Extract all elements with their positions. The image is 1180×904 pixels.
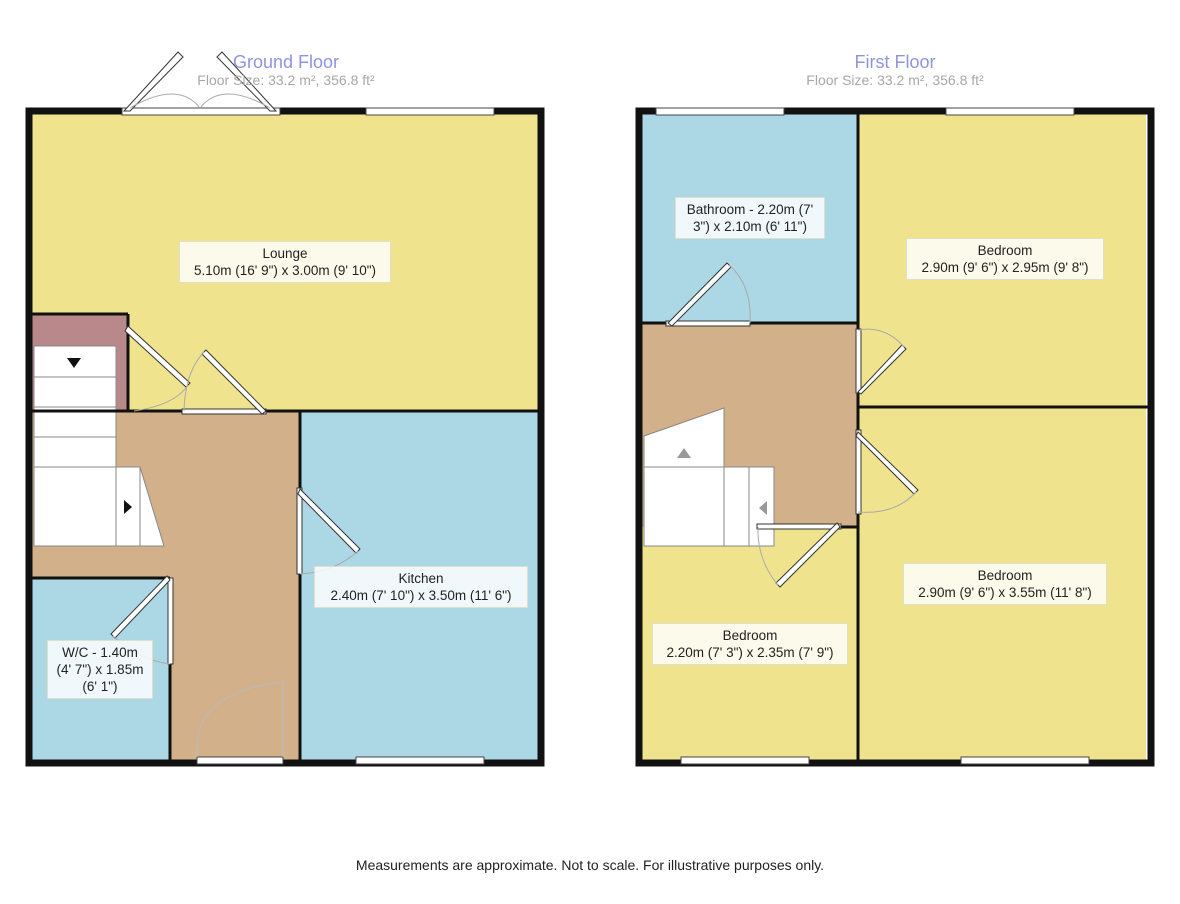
ground-floor-size: Floor Size: 33.2 m², 356.8 ft² <box>197 72 375 88</box>
bedroom-2-label: Bedroom 2.90m (9' 6") x 3.55m (11' 8") <box>903 563 1107 605</box>
bedroom-2-dims: 2.90m (9' 6") x 3.55m (11' 8") <box>918 585 1092 600</box>
bedroom-2-name: Bedroom <box>977 568 1033 583</box>
kitchen-name: Kitchen <box>398 571 444 586</box>
lounge-dims: 5.10m (16' 9") x 3.00m (9' 10") <box>193 263 377 278</box>
first-exterior-wall <box>635 107 1155 767</box>
lounge-label: Lounge 5.10m (16' 9") x 3.00m (9' 10") <box>179 241 391 283</box>
bedroom-1-dims: 2.90m (9' 6") x 2.95m (9' 8") <box>921 260 1089 275</box>
bathroom-label: Bathroom - 2.20m (7' 3") x 2.10m (6' 11"… <box>675 197 825 239</box>
kitchen-label: Kitchen 2.40m (7' 10") x 3.50m (11' 6") <box>314 566 528 608</box>
bedroom-1-label: Bedroom 2.90m (9' 6") x 2.95m (9' 8") <box>906 238 1104 280</box>
wc-label: W/C - 1.40m (4' 7") x 1.85m (6' 1") <box>47 640 153 699</box>
window <box>960 756 1090 765</box>
window <box>355 756 485 765</box>
disclaimer: Measurements are approximate. Not to sca… <box>355 857 825 873</box>
lounge-name: Lounge <box>262 246 308 261</box>
hallway-front-area <box>170 578 300 760</box>
bathroom-line-2: 3") x 2.10m (6' 11") <box>693 219 807 234</box>
first-floor-size: Floor Size: 33.2 m², 356.8 ft² <box>806 72 984 88</box>
bedroom-3-dims: 2.20m (7' 3") x 2.35m (7' 9") <box>666 645 834 660</box>
stairs-right-arrow-icon <box>124 500 132 514</box>
wc-line-2: (4' 7") x 1.85m <box>56 662 144 677</box>
window <box>680 756 810 765</box>
ground-stairs <box>33 345 165 547</box>
wc-line-3: (6' 1") <box>82 679 118 694</box>
first-stairs <box>643 407 775 547</box>
ground-floor-title: Ground Floor <box>232 52 340 72</box>
patio-door <box>121 107 281 116</box>
bathroom-line-1: Bathroom - 2.20m (7' <box>686 202 814 217</box>
first-floor-title: First Floor <box>854 52 936 72</box>
stairs-left-arrow-icon <box>759 501 767 515</box>
kitchen-dims: 2.40m (7' 10") x 3.50m (11' 6") <box>330 588 512 603</box>
stairs-up-arrow-icon <box>677 448 691 458</box>
window <box>655 107 785 116</box>
window <box>945 107 1075 116</box>
front-door-threshold <box>196 756 284 765</box>
bedroom-3-name: Bedroom <box>722 628 778 643</box>
window <box>365 107 495 116</box>
bedroom-3-label: Bedroom 2.20m (7' 3") x 2.35m (7' 9") <box>652 623 848 665</box>
bedroom-1-name: Bedroom <box>977 243 1033 258</box>
wc-line-1: W/C - 1.40m <box>62 645 138 660</box>
ground-exterior-wall <box>25 107 545 767</box>
stairs-down-arrow-icon <box>67 358 81 368</box>
